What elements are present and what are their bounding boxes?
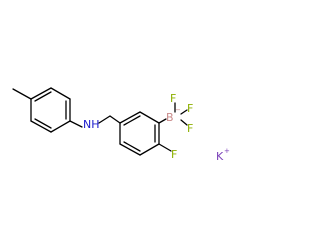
fluorine-b-lower-label: F bbox=[187, 122, 193, 135]
boron-label: B bbox=[166, 111, 174, 124]
bond bbox=[69, 120, 83, 128]
bond bbox=[98, 115, 111, 124]
double-bond-inner bbox=[123, 141, 141, 152]
nitrogen-label: NH bbox=[83, 118, 100, 131]
bond bbox=[109, 115, 121, 124]
b-f-bond bbox=[180, 119, 188, 126]
bond bbox=[30, 87, 52, 100]
fluorine-ring-label: F bbox=[171, 148, 177, 161]
bond bbox=[50, 120, 71, 133]
double-bond-inner bbox=[34, 118, 52, 129]
potassium-charge: + bbox=[224, 147, 230, 155]
c-b-bond bbox=[158, 118, 167, 124]
boron-charge: − bbox=[175, 106, 181, 114]
fluorine-b-top-label: F bbox=[170, 92, 176, 105]
double-bond-inner bbox=[34, 91, 52, 102]
bond bbox=[119, 111, 141, 124]
bond bbox=[50, 87, 71, 100]
b-f-bond bbox=[180, 109, 188, 115]
bond bbox=[119, 143, 141, 156]
potassium-label: K bbox=[216, 150, 224, 163]
c-f-bond bbox=[158, 143, 172, 152]
methyl-bond bbox=[12, 88, 32, 100]
bond bbox=[139, 143, 160, 156]
bond bbox=[30, 120, 52, 133]
double-bond-inner bbox=[123, 115, 141, 126]
fluorine-b-upper-label: F bbox=[187, 102, 193, 115]
molecule-structure: NH F B − F F F K + bbox=[12, 87, 230, 163]
bond bbox=[139, 111, 160, 124]
structure-canvas: NH F B − F F F K + bbox=[12, 87, 230, 163]
